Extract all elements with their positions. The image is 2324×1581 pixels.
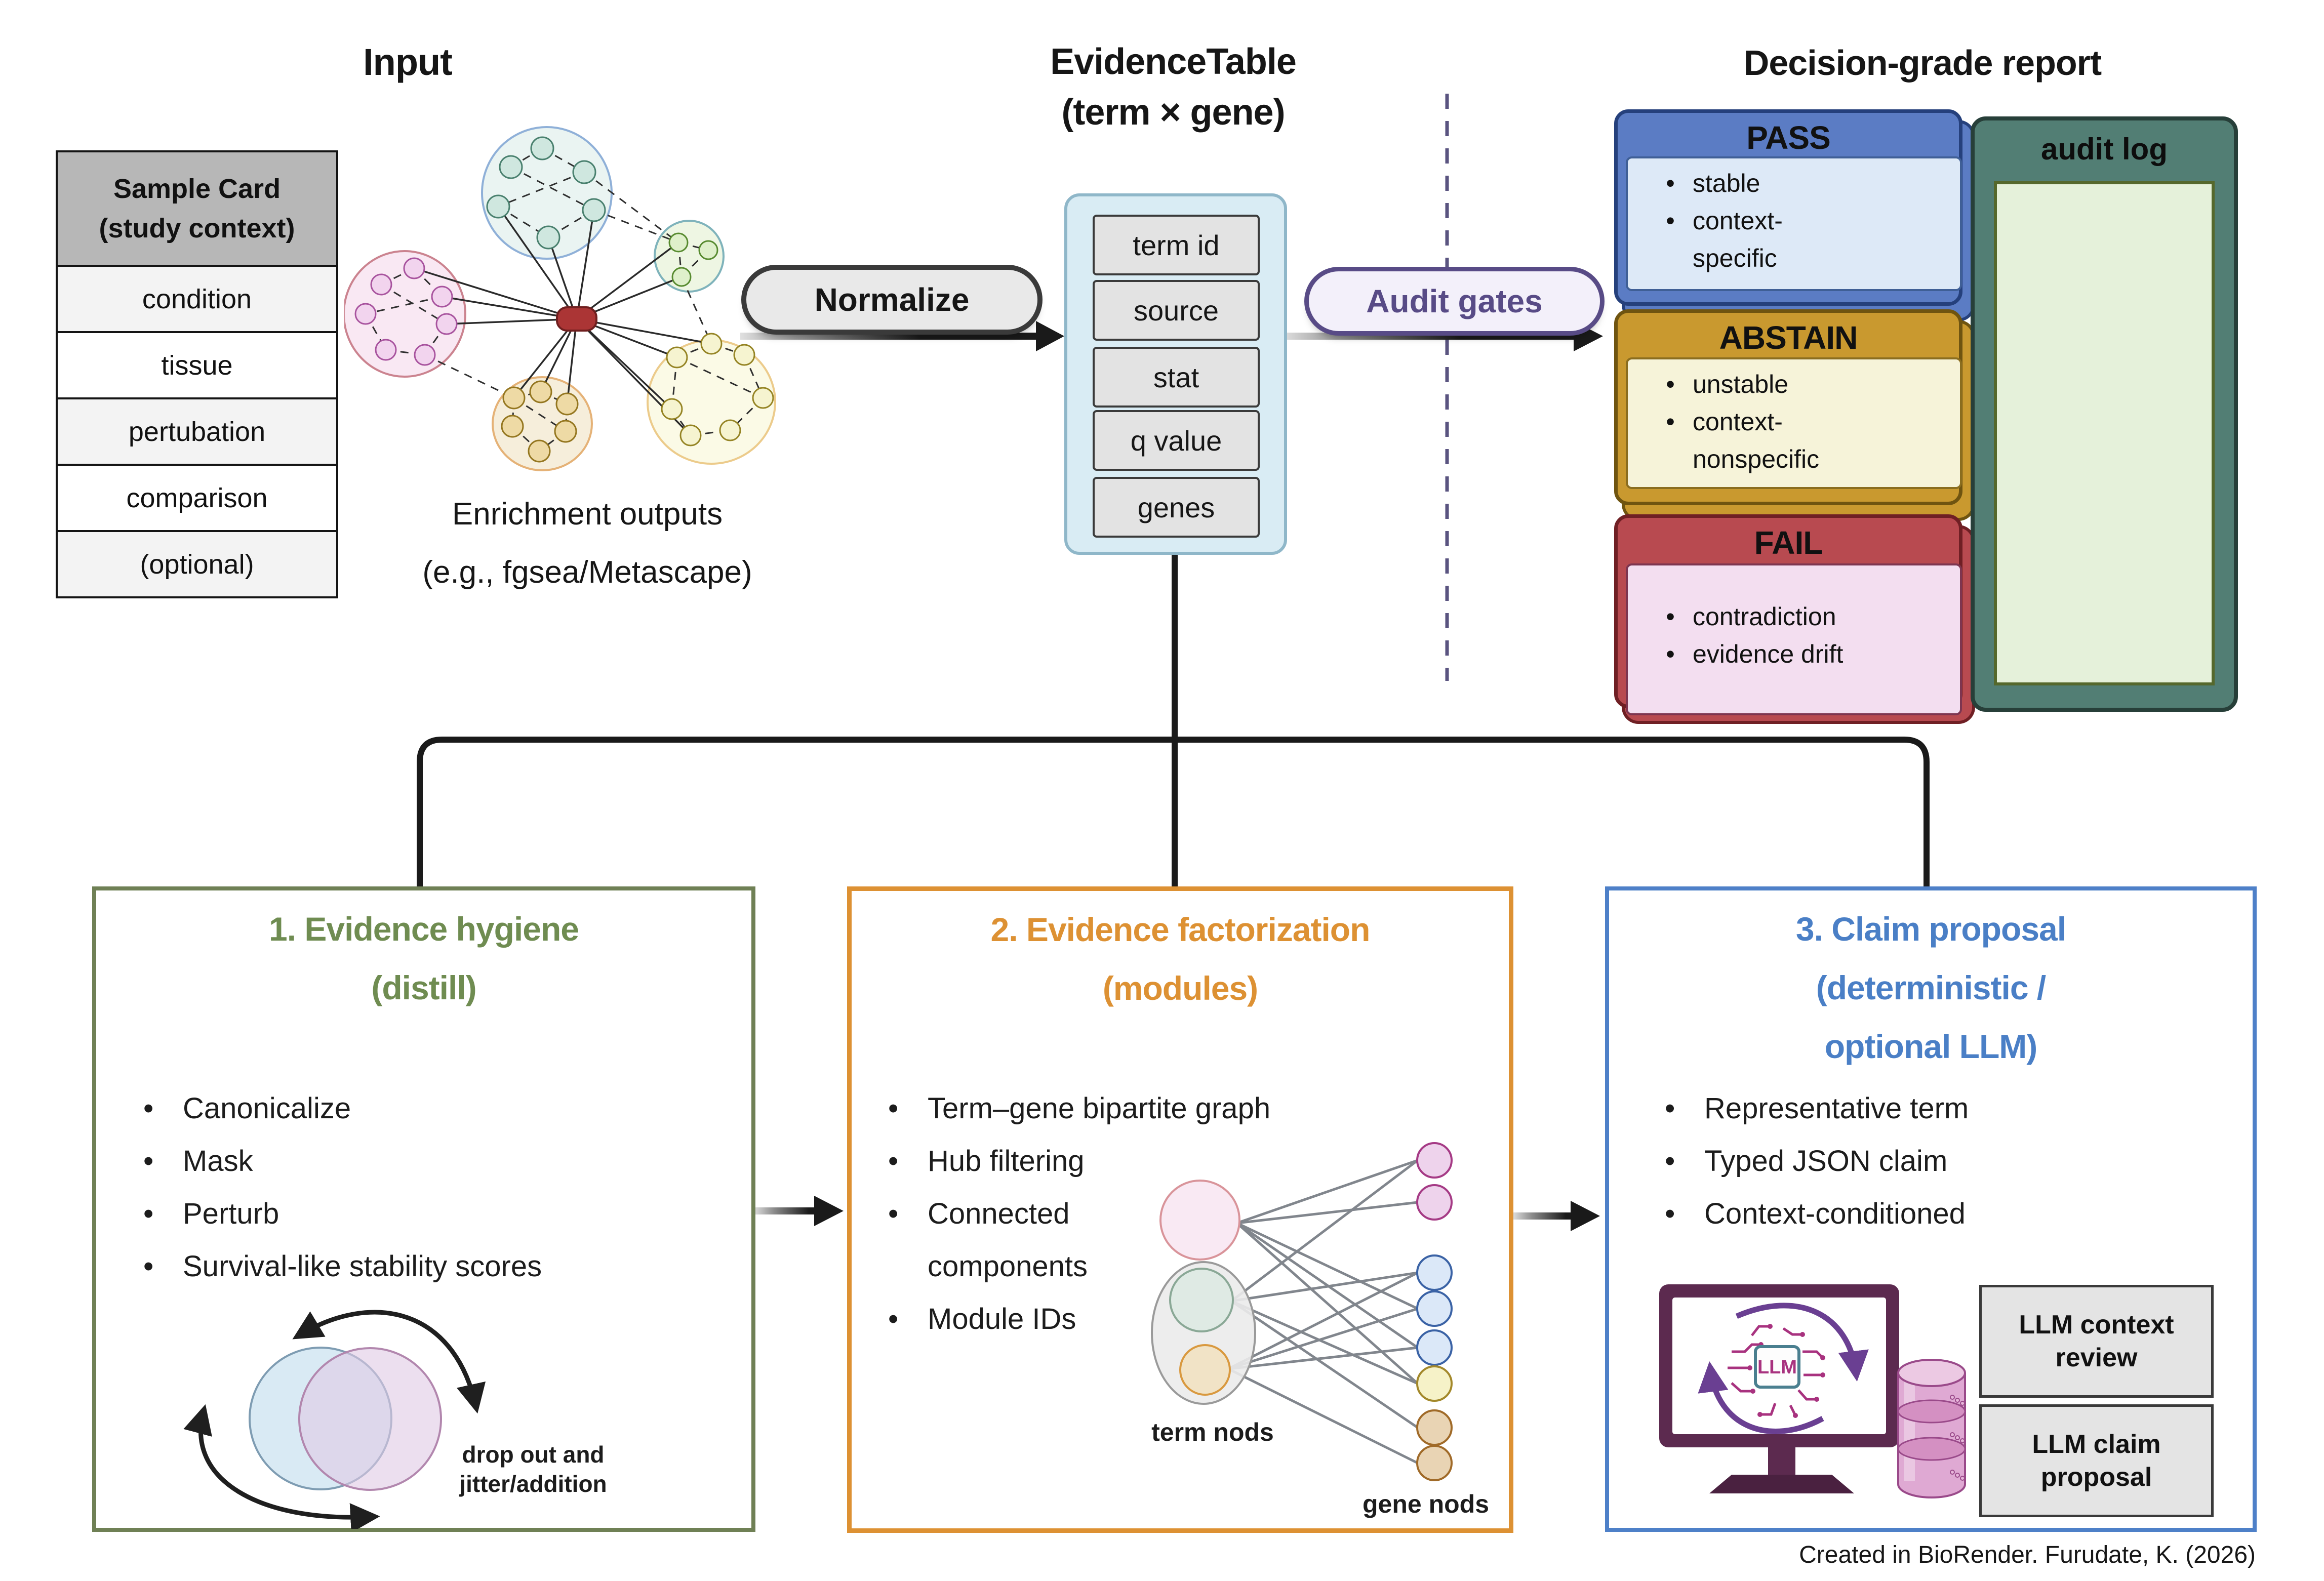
sample-card-row-pertubation: pertubation <box>58 399 336 466</box>
step2-box: 2. Evidence factorization (modules) <box>847 886 1513 1533</box>
llm-monitor-illustration: LLM <box>1659 1284 1966 1498</box>
abstain-card: ABSTAIN •unstable •context- nonspecific <box>1614 309 1962 505</box>
audit-log-inner <box>1994 181 2215 685</box>
database-icon <box>1897 1359 1966 1498</box>
step3-bullets: •Representative term •Typed JSON claim •… <box>1662 1082 2229 1240</box>
abstain-bullet: •unstable <box>1666 370 1789 398</box>
evidence-table-title: EvidenceTable (term × gene) <box>1050 42 1297 133</box>
venn-arrow-bottom <box>183 1404 380 1529</box>
llm-chip-label: LLM <box>1757 1357 1797 1378</box>
abstain-card-title: ABSTAIN <box>1719 319 1858 356</box>
term-nodes-label: term nods <box>1151 1418 1274 1446</box>
pass-card-title: PASS <box>1746 119 1831 156</box>
evidence-field-genes: genes <box>1093 477 1260 538</box>
sample-card-row-tissue: tissue <box>58 333 336 399</box>
venn-circle-pink <box>298 1347 442 1491</box>
fail-bullet: •contradiction <box>1666 602 1836 631</box>
step1-bullet: •Survival-like stability scores <box>143 1250 542 1283</box>
enrichment-network <box>344 126 776 471</box>
step1-bullet: •Canonicalize <box>143 1092 351 1125</box>
fail-bullet: •evidence drift <box>1666 640 1844 668</box>
yellow-nodes <box>661 333 774 447</box>
fail-card-body: •contradiction •evidence drift <box>1626 563 1962 715</box>
step3-title: 3. Claim proposal (deterministic / optio… <box>1795 910 2066 1065</box>
fail-card-title: FAIL <box>1754 524 1823 561</box>
step3-bullet: •Context-conditioned <box>1665 1197 1966 1230</box>
normalize-arrow <box>740 321 1064 351</box>
pass-card: PASS •stable •context- specific <box>1614 109 1962 306</box>
venn-arrow-top <box>292 1310 486 1414</box>
footer-credit: Created in BioRender. Furudate, K. (2026… <box>1799 1542 2256 1568</box>
circuit-brain-icon <box>1728 1325 1824 1416</box>
llm-context-review-box: LLM context review <box>1979 1285 2214 1398</box>
pink-nodes <box>354 257 458 366</box>
bipartite-graph <box>1151 1142 1453 1481</box>
term-node-pink <box>1159 1180 1240 1261</box>
venn-diagram <box>183 1310 486 1529</box>
step2-bullet: •Term–gene bipartite graph <box>888 1092 1271 1125</box>
fail-card: FAIL •contradiction •evidence drift <box>1614 514 1962 715</box>
venn-label: drop out and jitter/addition <box>459 1441 607 1497</box>
sample-card-row-optional: (optional) <box>58 532 336 596</box>
step2-title: 2. Evidence factorization (modules) <box>990 911 1371 1007</box>
evidence-table-panel: term id source stat q value genes <box>1064 193 1287 555</box>
pass-bullet: •context- specific <box>1666 207 1783 272</box>
term-node-tan <box>1179 1344 1231 1396</box>
step1-bullets: •Canonicalize •Mask •Perturb •Survival-l… <box>140 1082 728 1293</box>
tan-nodes <box>501 380 579 463</box>
decision-report-title: Decision-grade report <box>1743 43 2102 83</box>
step2-bullet: •Module IDs <box>888 1303 1076 1335</box>
llm-chip: LLM <box>1754 1345 1800 1389</box>
abstain-bullet: •context- nonspecific <box>1666 408 1820 473</box>
bipartite-edges <box>1227 1159 1419 1465</box>
step2-bullet: •Hub filtering <box>888 1145 1085 1178</box>
step1-bullet: •Perturb <box>143 1197 279 1230</box>
evidence-field-q-value: q value <box>1093 410 1260 471</box>
sample-card-header: Sample Card (study context) <box>58 152 336 267</box>
enrichment-caption: Enrichment outputs (e.g., fgsea/Metascap… <box>422 497 752 590</box>
evidence-field-term-id: term id <box>1093 215 1260 275</box>
step2-bullet: •Connected components <box>888 1197 1088 1283</box>
step2-to-step3-arrow <box>1509 1201 1600 1231</box>
step1-bullet: •Mask <box>143 1145 253 1178</box>
abstain-card-body: •unstable •context- nonspecific <box>1626 357 1962 489</box>
monitor-icon <box>1659 1284 1899 1493</box>
connector-bus <box>417 549 1930 886</box>
term-node-teal <box>1169 1268 1234 1332</box>
step3-bullet: •Typed JSON claim <box>1665 1145 1948 1178</box>
step1-title: 1. Evidence hygiene (distill) <box>269 910 579 1006</box>
audit-gates-button: Audit gates <box>1304 267 1605 336</box>
step1-to-step2-arrow <box>750 1196 844 1226</box>
audit-log-panel: audit log <box>1971 116 2238 712</box>
pass-card-body: •stable •context- specific <box>1626 156 1962 291</box>
central-hub-node <box>556 306 597 332</box>
sample-card-row-condition: condition <box>58 267 336 333</box>
evidence-field-stat: stat <box>1093 347 1260 408</box>
llm-claim-proposal-box: LLM claim proposal <box>1979 1404 2214 1517</box>
sample-card-table: Sample Card (study context) condition ti… <box>56 150 338 598</box>
gene-nodes <box>1416 1142 1453 1481</box>
audit-log-title: audit log <box>2041 132 2168 166</box>
step2-bullets: •Term–gene bipartite graph •Hub filterin… <box>885 1082 1467 1346</box>
gene-nodes-label: gene nods <box>1362 1490 1490 1518</box>
cycle-arrows-icon <box>1698 1303 1869 1434</box>
normalize-button: Normalize <box>741 265 1043 335</box>
sample-card-row-comparison: comparison <box>58 466 336 532</box>
green-nodes <box>668 232 718 287</box>
evidence-field-source: source <box>1093 280 1260 341</box>
input-title: Input <box>363 41 453 83</box>
pass-bullet: •stable <box>1666 169 1760 197</box>
teal-nodes <box>486 136 606 250</box>
step3-bullet: •Representative term <box>1665 1092 1969 1125</box>
